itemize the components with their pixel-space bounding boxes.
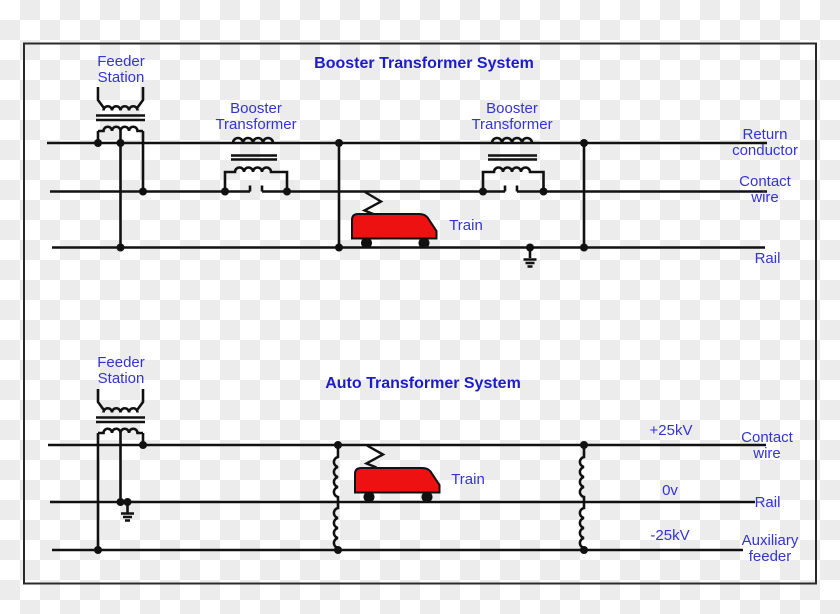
feeder-station-symbol-2 xyxy=(96,389,145,550)
contact-wire-line xyxy=(50,185,767,193)
auto-system-junctions xyxy=(94,441,588,554)
diagram-frame xyxy=(23,42,817,585)
train-graphic-bottom xyxy=(354,467,441,503)
rail-label-bottom: Rail xyxy=(754,494,781,511)
feeder-station-symbol xyxy=(96,87,145,248)
booster-transformer-2-symbol xyxy=(481,136,545,192)
booster-system-circuit xyxy=(47,87,767,268)
auto-system-circuit xyxy=(48,389,766,552)
earth-ground-icon xyxy=(523,247,537,268)
feeder-station-label-bottom: Feeder Station xyxy=(97,354,145,387)
train-label-bottom: Train xyxy=(451,471,485,488)
contact-wire-label-bottom: Contact wire xyxy=(741,429,793,462)
autotransformer-1-symbol xyxy=(332,445,340,550)
pantograph-icon xyxy=(361,190,384,216)
return-rail-bond-wires xyxy=(337,143,586,248)
autotransformer-2-symbol xyxy=(578,445,586,550)
train-body xyxy=(354,467,441,494)
train-wheel xyxy=(363,491,375,503)
train-wheel xyxy=(421,491,433,503)
rail-voltage-label: 0v xyxy=(662,482,678,499)
train-wheel xyxy=(361,237,372,249)
train-body xyxy=(351,213,438,240)
rail-label-top: Rail xyxy=(754,250,781,267)
booster-transformer-1-symbol xyxy=(223,136,289,192)
return-conductor-label: Return conductor xyxy=(732,126,798,159)
auto-system-title: Auto Transformer System xyxy=(325,375,521,392)
auxiliary-voltage-label: -25kV xyxy=(650,527,690,544)
booster-transformer-2-label: Booster Transformer xyxy=(471,100,553,133)
train-label-top: Train xyxy=(449,217,483,234)
booster-system-title: Booster Transformer System xyxy=(314,55,534,72)
train-wheel xyxy=(418,237,430,249)
auxiliary-feeder-label: Auxiliary feeder xyxy=(741,532,799,565)
booster-system-junctions xyxy=(94,139,588,252)
contact-wire-label-top: Contact wire xyxy=(739,173,791,206)
feeder-station-label-top: Feeder Station xyxy=(97,53,145,86)
train-graphic-top xyxy=(351,213,438,249)
earth-ground-icon-2 xyxy=(121,502,134,522)
pantograph-icon-2 xyxy=(363,444,386,469)
contact-voltage-label: +25kV xyxy=(649,422,693,439)
booster-transformer-1-label: Booster Transformer xyxy=(215,100,297,133)
